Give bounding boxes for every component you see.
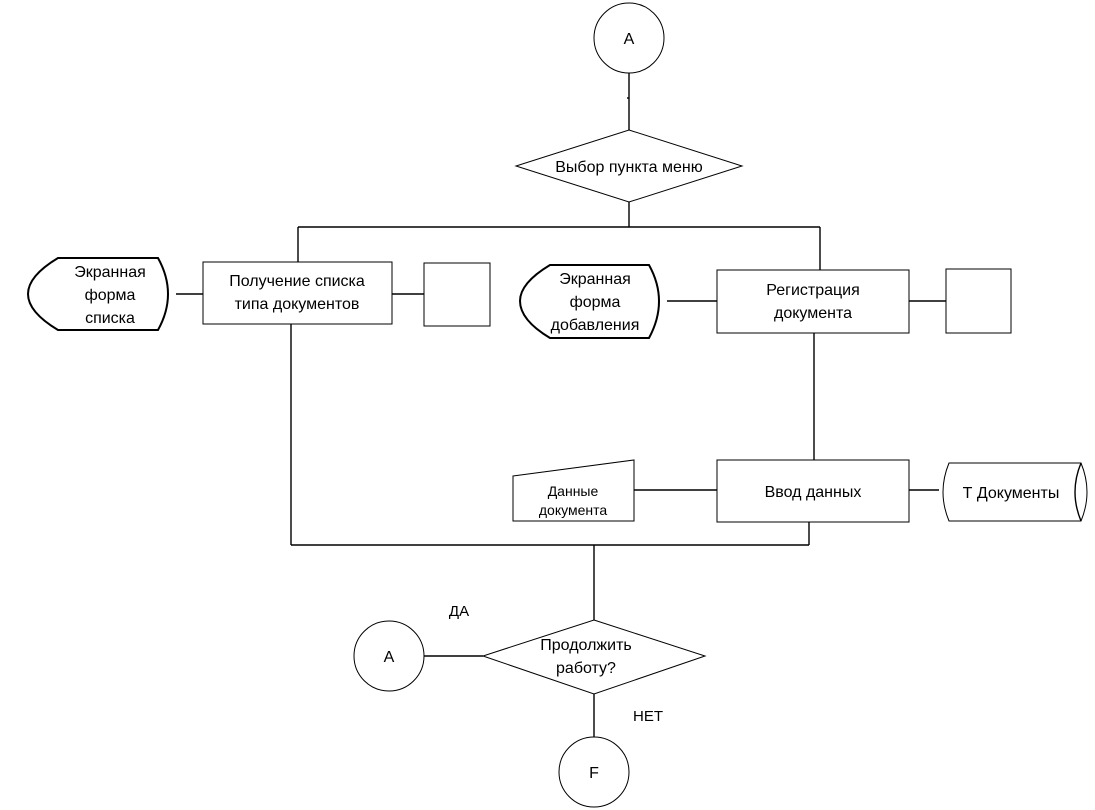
storage-documents-label: Т Документы [963, 485, 1060, 502]
process-register-line-1: Регистрация [766, 282, 860, 299]
display-list-line-3: списка [85, 310, 135, 327]
display-add-line-3: добавления [551, 317, 640, 334]
decision-continue-line-1: Продолжить [540, 637, 631, 654]
label-no: НЕТ [633, 708, 663, 725]
process-get-list: Получение списка типа документов [202, 261, 393, 325]
decision-menu-choice: Выбор пункта меню [514, 129, 744, 203]
decision-continue-line-2: работу? [556, 660, 616, 677]
connector-lines [176, 73, 946, 740]
manual-input-document-data: Данные документа [512, 459, 635, 522]
connector-end: F [558, 736, 630, 808]
connector-start-label: A [624, 31, 635, 48]
process-data-input-label: Ввод данных [765, 484, 862, 501]
label-yes: ДА [449, 603, 469, 620]
display-add-line-1: Экранная [559, 271, 631, 288]
manual-input-line-2: документа [539, 502, 607, 518]
process-register-document: Регистрация документа [716, 269, 910, 334]
process-data-input: Ввод данных [716, 459, 910, 523]
process-register-line-2: документа [774, 305, 852, 322]
storage-documents: Т Документы [942, 462, 1088, 522]
decision-continue-work: Продолжить работу? [481, 619, 707, 695]
manual-input-line-1: Данные [548, 483, 599, 499]
process-get-list-line-1: Получение списка [229, 273, 365, 290]
annotation-box-list [423, 262, 491, 327]
display-add-line-2: форма [570, 294, 621, 311]
process-get-list-line-2: типа документов [235, 296, 360, 313]
connector-start: A [593, 2, 665, 74]
decision-menu-label: Выбор пункта меню [555, 159, 702, 176]
display-list-line-1: Экранная [74, 264, 146, 281]
connector-loop-label: A [384, 649, 395, 666]
connector-loop: A [353, 620, 425, 692]
connector-end-label: F [589, 765, 599, 782]
display-list-form: Экранная форма списка [26, 257, 169, 331]
annotation-box-register [945, 268, 1012, 334]
display-add-form: Экранная форма добавления [518, 264, 660, 339]
display-list-line-2: форма [85, 287, 136, 304]
